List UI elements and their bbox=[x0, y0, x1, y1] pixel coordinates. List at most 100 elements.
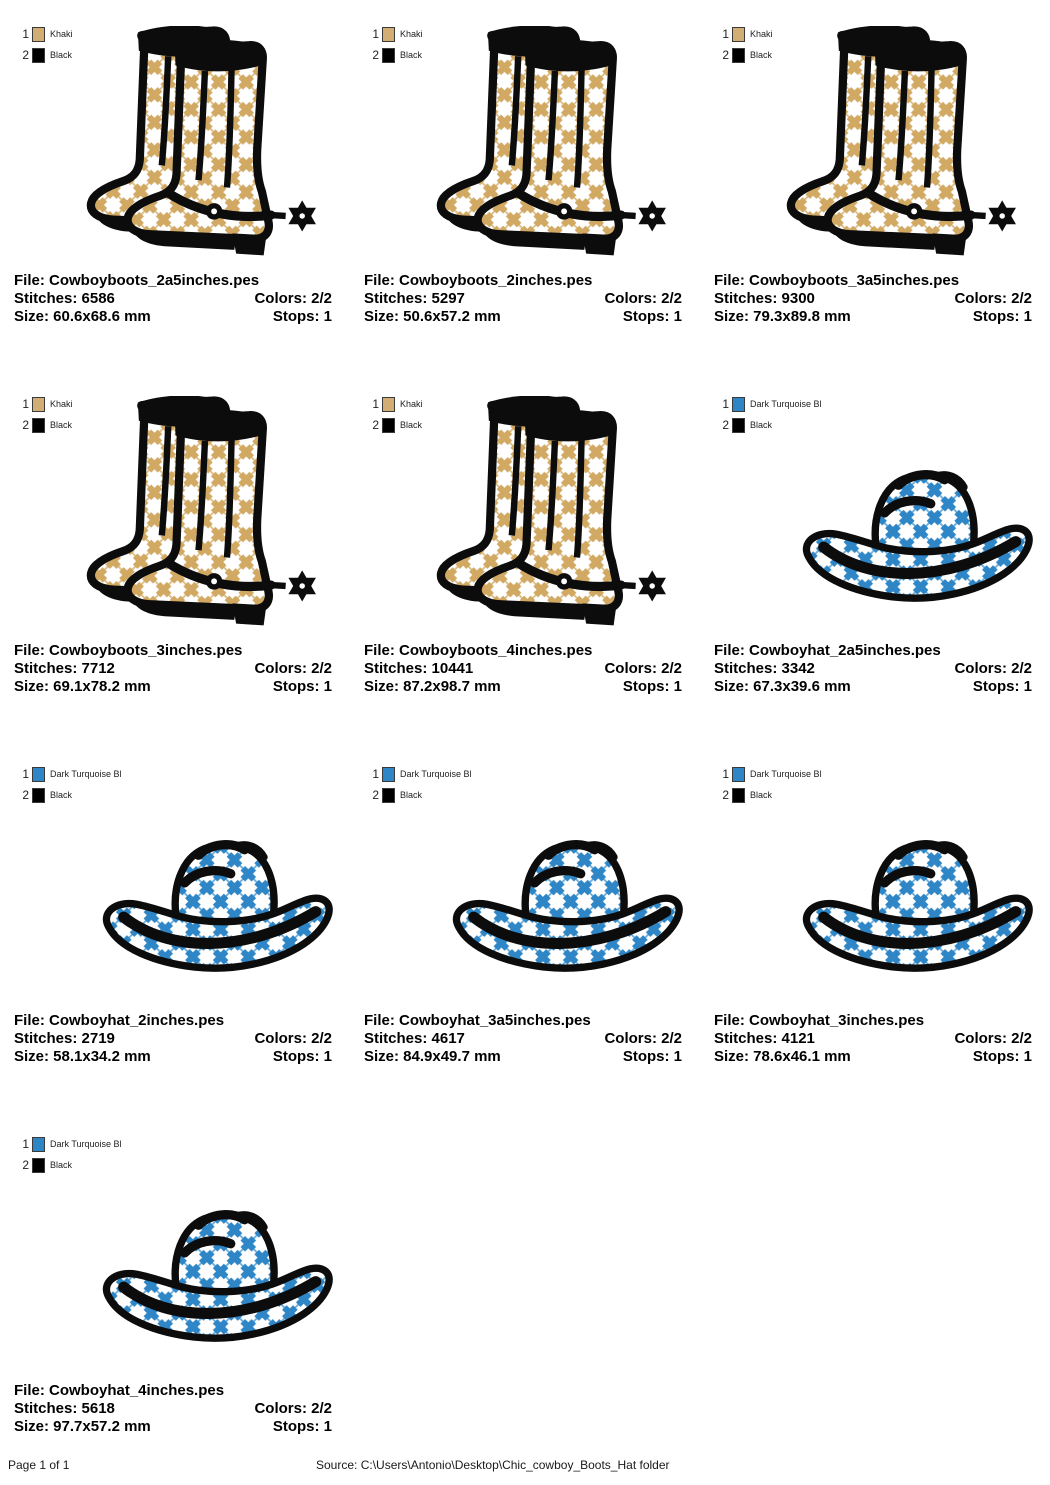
legend-row: 2 Black bbox=[368, 417, 423, 433]
stops-count: Stops: 1 bbox=[622, 308, 682, 325]
design-info: File: Cowboyboots_3inches.pes Stitches: … bbox=[14, 642, 332, 696]
thread-color-legend: 1 Dark Turquoise Bl 2 Black bbox=[18, 1136, 122, 1178]
thread-swatch bbox=[32, 1157, 45, 1173]
design-card: 1 Dark Turquoise Bl 2 Black File: Cowboy… bbox=[700, 740, 1050, 1110]
thread-swatch bbox=[32, 396, 45, 412]
thread-swatch bbox=[732, 396, 745, 412]
thread-color-legend: 1 Khaki 2 Black bbox=[718, 26, 773, 68]
legend-row: 2 Black bbox=[18, 1157, 122, 1173]
legend-row: 2 Black bbox=[368, 787, 472, 803]
design-size: Size: 60.6x68.6 mm bbox=[14, 308, 151, 325]
thread-name: Black bbox=[400, 790, 423, 800]
thread-color-legend: 1 Khaki 2 Black bbox=[18, 396, 73, 438]
design-card: 1 Dark Turquoise Bl 2 Black File: Cowboy… bbox=[0, 740, 350, 1110]
colors-count: Colors: 2/2 bbox=[604, 1030, 682, 1047]
design-card: 1 Dark Turquoise Bl 2 Black File: Cowboy… bbox=[700, 370, 1050, 740]
thread-number: 1 bbox=[22, 397, 29, 411]
thread-name: Dark Turquoise Bl bbox=[750, 399, 822, 409]
design-card: 1 Khaki 2 Black File: Cowboyboots_3inche… bbox=[0, 370, 350, 740]
colors-count: Colors: 2/2 bbox=[954, 290, 1032, 307]
colors-count: Colors: 2/2 bbox=[604, 660, 682, 677]
design-size: Size: 50.6x57.2 mm bbox=[364, 308, 501, 325]
cowboy-hat-embroidery-preview bbox=[796, 462, 1036, 624]
cowboy-hat-embroidery-preview bbox=[96, 1202, 336, 1364]
stops-count: Stops: 1 bbox=[272, 308, 332, 325]
design-card: 1 Khaki 2 Black File: Cowboyboots_3a5inc… bbox=[700, 0, 1050, 370]
design-size: Size: 97.7x57.2 mm bbox=[14, 1418, 151, 1435]
legend-row: 1 Khaki bbox=[368, 396, 423, 412]
stitch-count: Stitches: 4121 bbox=[714, 1030, 815, 1047]
thread-name: Black bbox=[400, 50, 423, 60]
design-info: File: Cowboyhat_3inches.pes Stitches: 41… bbox=[714, 1012, 1032, 1066]
file-name: File: Cowboyboots_4inches.pes bbox=[364, 642, 593, 659]
stops-count: Stops: 1 bbox=[622, 1048, 682, 1065]
legend-row: 2 Black bbox=[18, 787, 122, 803]
stitch-count: Stitches: 6586 bbox=[14, 290, 115, 307]
legend-row: 1 Dark Turquoise Bl bbox=[718, 766, 822, 782]
thread-number: 2 bbox=[22, 418, 29, 432]
design-size: Size: 69.1x78.2 mm bbox=[14, 678, 151, 695]
thread-color-legend: 1 Dark Turquoise Bl 2 Black bbox=[368, 766, 472, 808]
thread-name: Khaki bbox=[750, 29, 773, 39]
stitch-count: Stitches: 3342 bbox=[714, 660, 815, 677]
design-card: 1 Khaki 2 Black File: Cowboyboots_4inche… bbox=[350, 370, 700, 740]
thread-number: 1 bbox=[22, 27, 29, 41]
colors-count: Colors: 2/2 bbox=[254, 1400, 332, 1417]
stitch-count: Stitches: 9300 bbox=[714, 290, 815, 307]
thread-color-legend: 1 Khaki 2 Black bbox=[18, 26, 73, 68]
cowboy-hat-embroidery-preview bbox=[446, 832, 686, 994]
thread-swatch bbox=[32, 417, 45, 433]
thread-number: 2 bbox=[22, 788, 29, 802]
thread-swatch bbox=[382, 396, 395, 412]
design-info: File: Cowboyboots_3a5inches.pes Stitches… bbox=[714, 272, 1032, 326]
legend-row: 2 Black bbox=[18, 417, 73, 433]
design-size: Size: 79.3x89.8 mm bbox=[714, 308, 851, 325]
thread-name: Dark Turquoise Bl bbox=[50, 769, 122, 779]
file-name: File: Cowboyhat_2a5inches.pes bbox=[714, 642, 941, 659]
design-info: File: Cowboyhat_4inches.pes Stitches: 56… bbox=[14, 1382, 332, 1436]
thread-number: 1 bbox=[372, 767, 379, 781]
thread-swatch bbox=[732, 47, 745, 63]
thread-swatch bbox=[32, 766, 45, 782]
thread-number: 1 bbox=[22, 1137, 29, 1151]
design-info: File: Cowboyhat_3a5inches.pes Stitches: … bbox=[364, 1012, 682, 1066]
design-info: File: Cowboyhat_2a5inches.pes Stitches: … bbox=[714, 642, 1032, 696]
colors-count: Colors: 2/2 bbox=[954, 1030, 1032, 1047]
legend-row: 1 Khaki bbox=[18, 26, 73, 42]
thread-color-legend: 1 Dark Turquoise Bl 2 Black bbox=[18, 766, 122, 808]
thread-number: 2 bbox=[22, 48, 29, 62]
stops-count: Stops: 1 bbox=[272, 1418, 332, 1435]
thread-name: Black bbox=[50, 790, 73, 800]
thread-number: 2 bbox=[722, 48, 729, 62]
design-size: Size: 58.1x34.2 mm bbox=[14, 1048, 151, 1065]
stitch-count: Stitches: 4617 bbox=[364, 1030, 465, 1047]
thread-name: Khaki bbox=[400, 399, 423, 409]
thread-color-legend: 1 Khaki 2 Black bbox=[368, 26, 423, 68]
thread-swatch bbox=[732, 766, 745, 782]
file-name: File: Cowboyboots_2inches.pes bbox=[364, 272, 593, 289]
legend-row: 1 Dark Turquoise Bl bbox=[368, 766, 472, 782]
legend-row: 1 Dark Turquoise Bl bbox=[18, 766, 122, 782]
file-name: File: Cowboyhat_4inches.pes bbox=[14, 1382, 225, 1399]
stitch-count: Stitches: 7712 bbox=[14, 660, 115, 677]
legend-row: 2 Black bbox=[368, 47, 423, 63]
design-card: 1 Khaki 2 Black File: Cowboyboots_2a5inc… bbox=[0, 0, 350, 370]
thread-color-legend: 1 Khaki 2 Black bbox=[368, 396, 423, 438]
thread-number: 2 bbox=[372, 418, 379, 432]
legend-row: 1 Khaki bbox=[18, 396, 73, 412]
thread-number: 1 bbox=[722, 27, 729, 41]
thread-number: 1 bbox=[372, 27, 379, 41]
cowboy-boots-embroidery-preview bbox=[780, 26, 1028, 260]
thread-swatch bbox=[382, 26, 395, 42]
stops-count: Stops: 1 bbox=[272, 1048, 332, 1065]
thread-number: 1 bbox=[722, 767, 729, 781]
file-name: File: Cowboyboots_2a5inches.pes bbox=[14, 272, 260, 289]
thread-name: Dark Turquoise Bl bbox=[750, 769, 822, 779]
legend-row: 2 Black bbox=[718, 787, 822, 803]
thread-name: Khaki bbox=[50, 399, 73, 409]
stitch-count: Stitches: 2719 bbox=[14, 1030, 115, 1047]
file-name: File: Cowboyhat_2inches.pes bbox=[14, 1012, 225, 1029]
colors-count: Colors: 2/2 bbox=[254, 660, 332, 677]
source-path: Source: C:\Users\Antonio\Desktop\Chic_co… bbox=[316, 1458, 670, 1472]
thread-number: 2 bbox=[372, 48, 379, 62]
